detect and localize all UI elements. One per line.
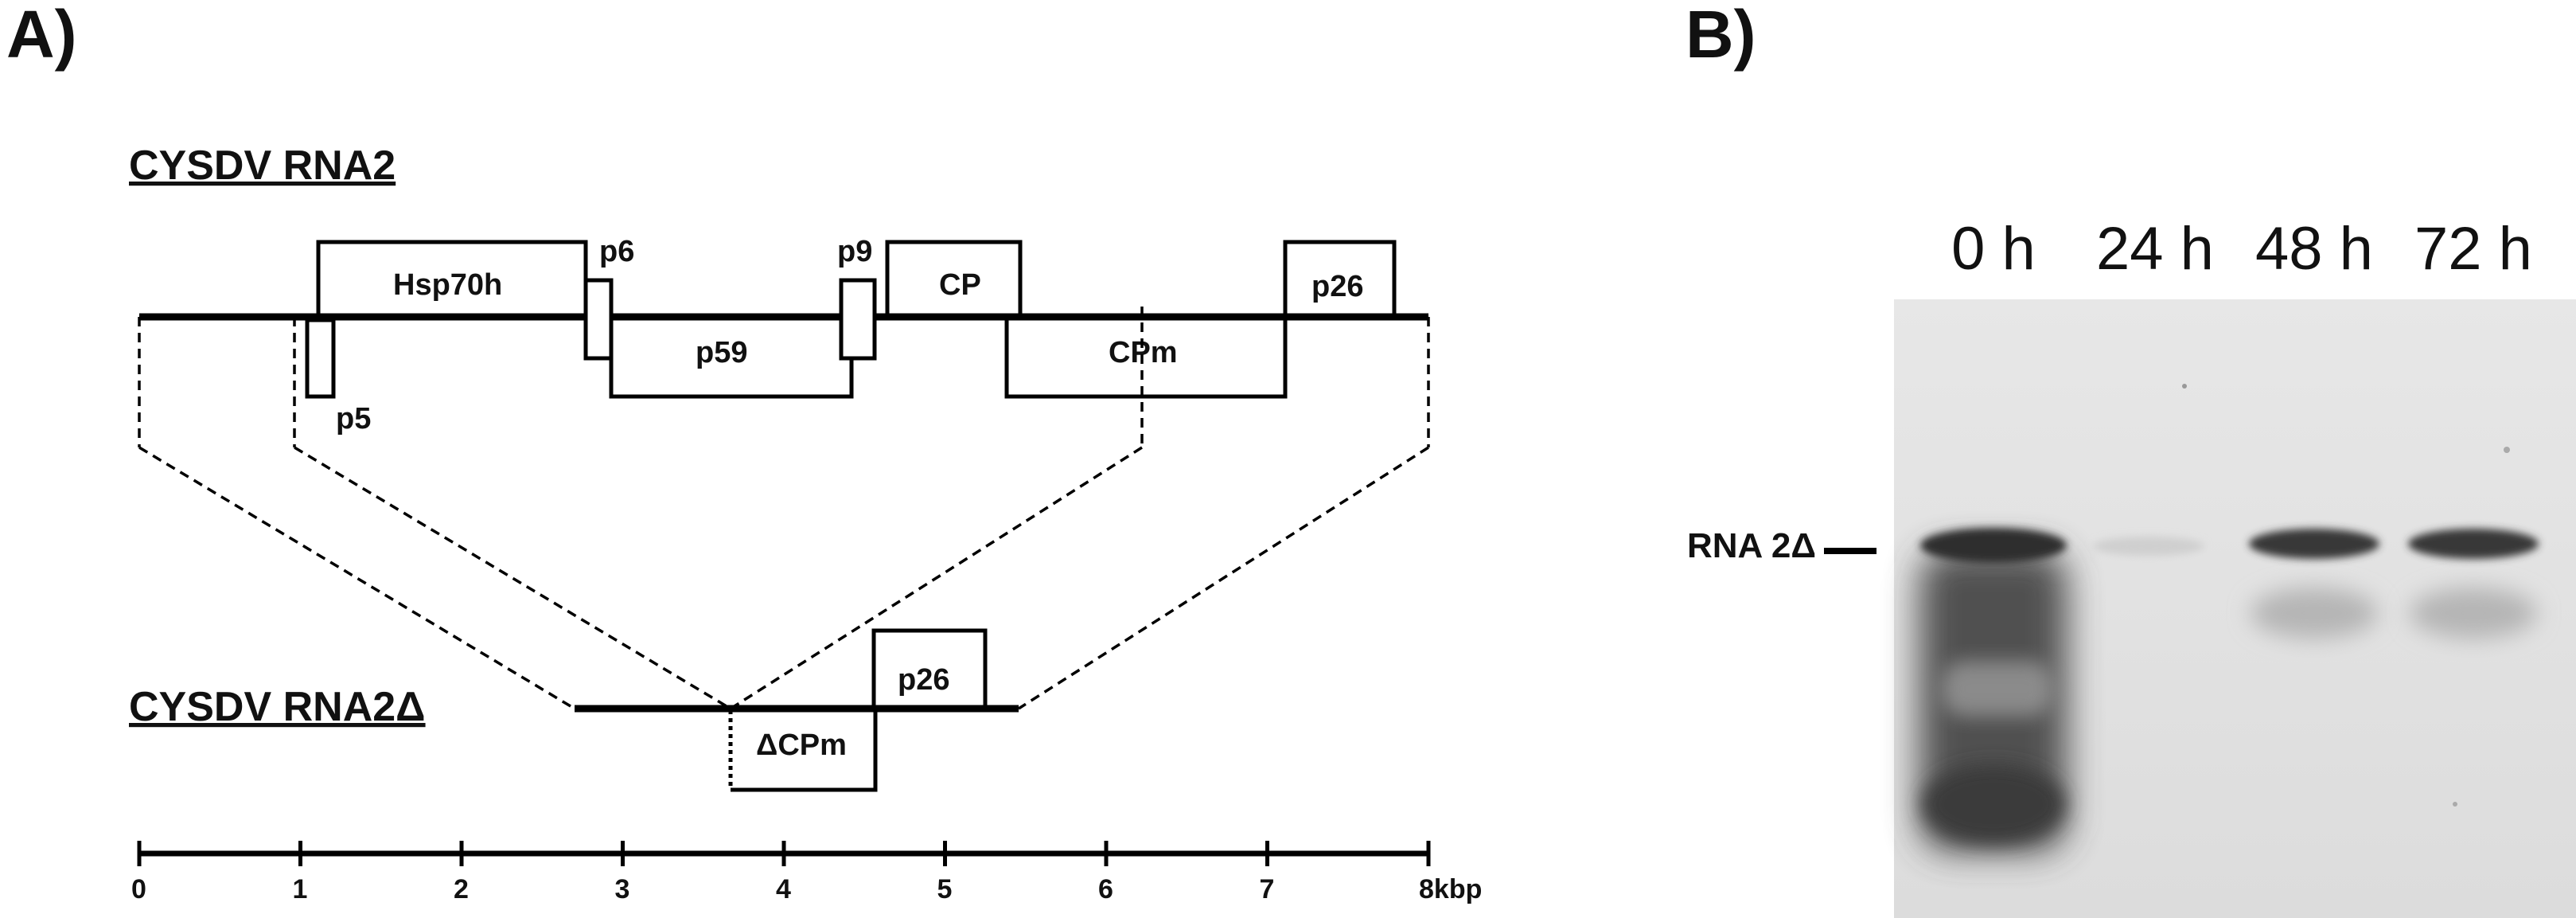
band-label: RNA 2Δ [1687, 526, 1816, 565]
orf-delta-cpm: ΔCPm [728, 709, 878, 792]
panel-b-label: B) [1686, 0, 1756, 72]
orf-p6-box [583, 278, 614, 361]
orf-p26-box [1283, 240, 1397, 317]
lane-48h-signal [2249, 529, 2379, 639]
scale-tick-label: 0 [131, 874, 146, 904]
panel-a-label: A) [6, 0, 77, 72]
orf-p9-box [839, 278, 877, 361]
orf-p9: p9 [837, 235, 877, 361]
lane-0h-gap [1942, 661, 2053, 717]
orf-cpm: CPm [1004, 317, 1288, 399]
lane-72h-signal [2408, 529, 2539, 639]
orf-cpm-box [1004, 317, 1288, 399]
scale-tick-label: 1 [293, 874, 308, 904]
lane-0h-lower-band [1922, 764, 2065, 844]
deletion-guides [138, 307, 1430, 710]
orf-delta-cpm-box [731, 709, 878, 792]
scale-tick-label: 4 [776, 874, 791, 904]
lane-labels: 0 h 24 h 48 h 72 h [1951, 215, 2532, 283]
orf-hsp70h: Hsp70h [316, 240, 588, 317]
orf-delta-cpm-label: ΔCPm [756, 729, 847, 762]
orf-p26-delta-label: p26 [898, 663, 949, 697]
guide-p5-diagonal [294, 446, 731, 710]
orf-p26-delta-box [871, 628, 988, 709]
rna2delta-title: CYSDV RNA2Δ [129, 684, 426, 730]
gel-speck [2182, 384, 2187, 389]
orf-p26-label: p26 [1311, 270, 1363, 303]
gel-speck [2504, 447, 2510, 453]
lane-0h-band [1920, 528, 2067, 563]
orf-p5-box [305, 318, 336, 399]
orf-p5-label: p5 [336, 402, 371, 436]
scale-tick-label: 8kbp [1419, 874, 1482, 904]
scale-tick-label: 2 [454, 874, 469, 904]
orf-cp-box [885, 240, 1023, 317]
orf-p6-label: p6 [599, 235, 634, 268]
lane-72h-smear [2410, 588, 2537, 639]
orf-hsp70h-label: Hsp70h [393, 268, 502, 302]
gel-speck [2453, 802, 2457, 807]
rna2-title: CYSDV RNA2 [129, 143, 396, 189]
orf-p5: p5 [305, 318, 371, 436]
lane-48h-smear [2251, 588, 2378, 639]
northern-blot [1894, 299, 2576, 918]
orf-p26-delta: p26 [871, 628, 988, 709]
lane-72h-band [2408, 529, 2539, 559]
scale-tick-label: 6 [1098, 874, 1113, 904]
scale-bar: 0 1 2 3 4 5 6 7 8kbp [131, 841, 1482, 904]
orf-cp: CP [885, 240, 1023, 317]
scale-tick-label: 5 [937, 874, 953, 904]
orf-p26: p26 [1283, 240, 1397, 317]
lane-label: 0 h [1951, 215, 2036, 283]
panel-a: A) CYSDV RNA2 Hsp70h CP p26 p59 CPm [6, 0, 1482, 904]
orf-p59: p59 [609, 317, 854, 399]
orf-p9-label: p9 [837, 235, 872, 268]
guide-cpm-diagonal [730, 446, 1143, 710]
guide-right-diagonal [1018, 446, 1429, 710]
orf-cp-label: CP [939, 268, 981, 302]
panel-b: B) 0 h 24 h 48 h 72 h [1686, 0, 2576, 918]
scale-tick-label: 3 [615, 874, 630, 904]
lane-48h-band [2249, 529, 2379, 559]
lane-label: 72 h [2414, 215, 2532, 283]
lane-label: 24 h [2096, 215, 2214, 283]
orf-p6: p6 [583, 235, 634, 361]
lane-24h-band [2093, 537, 2204, 556]
guide-left-diagonal [138, 446, 575, 710]
lane-label: 48 h [2255, 215, 2373, 283]
orf-p59-label: p59 [696, 336, 747, 369]
lane-0h-signal [1919, 528, 2067, 852]
scale-ticks: 0 1 2 3 4 5 6 7 8kbp [131, 841, 1482, 904]
scale-tick-label: 7 [1260, 874, 1275, 904]
